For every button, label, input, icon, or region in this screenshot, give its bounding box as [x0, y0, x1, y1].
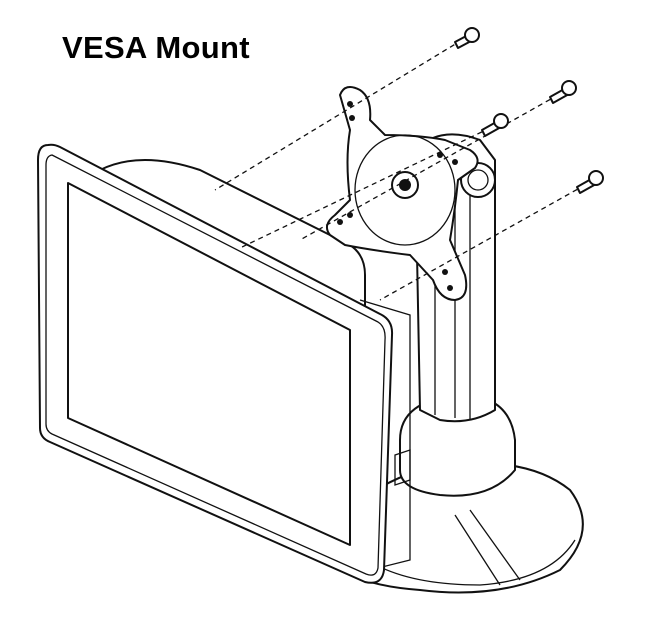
screw-4 [576, 170, 604, 194]
vesa-plate [325, 85, 479, 301]
screw-2 [549, 80, 577, 104]
screw-3 [481, 113, 509, 137]
screen [67, 182, 351, 546]
screw-1 [454, 27, 480, 49]
screws [214, 27, 604, 301]
mount-holes [337, 101, 458, 291]
stand-base [338, 394, 584, 594]
monitor [37, 143, 394, 584]
diagram-title: VESA Mount [62, 30, 250, 65]
